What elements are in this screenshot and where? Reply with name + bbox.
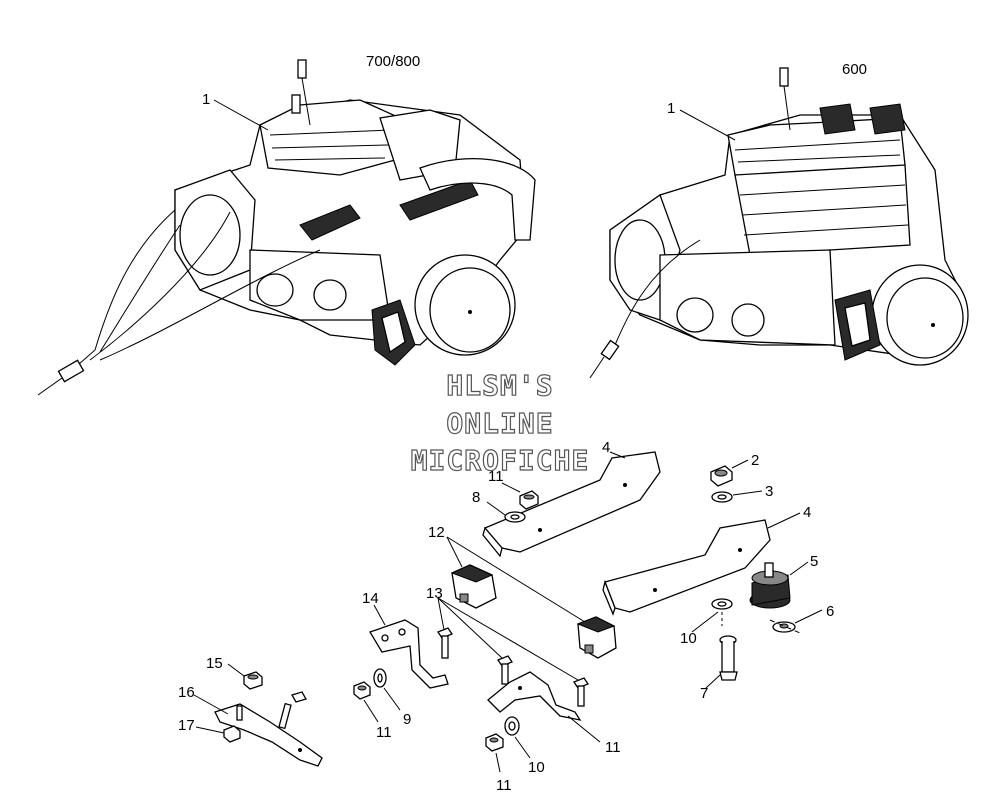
callout-14: 14: [362, 590, 379, 607]
right-engine-title: 600: [842, 61, 867, 78]
callout-13: 13: [426, 585, 443, 602]
part-15-nut: [243, 671, 263, 690]
watermark-line-1: HLSM'S: [446, 369, 553, 402]
part-10-washer-upper: [504, 511, 526, 523]
part-13-bolt-a: [437, 627, 453, 659]
callout-15: 15: [206, 655, 223, 672]
callout-7: 7: [700, 685, 708, 702]
part-14-bracket: [369, 619, 449, 689]
part-13-bolt-c: [573, 677, 589, 707]
callout-11-left: 11: [376, 724, 392, 741]
part-5-rubber-mount: [749, 562, 791, 609]
callout-11-lower: 11: [496, 777, 512, 794]
part-11-nut-lower: [485, 733, 504, 752]
engine-mount-bracket-upper: [482, 451, 661, 558]
callout-16: 16: [178, 684, 195, 701]
part-3-washer: [711, 491, 733, 503]
callout-4-lower: 4: [803, 504, 811, 521]
part-2-nut: [710, 465, 733, 487]
callout-2: 2: [751, 452, 759, 469]
part-17-nut: [223, 725, 241, 743]
watermark-line-3: MICROFICHE: [411, 444, 590, 477]
callout-1-left: 1: [202, 91, 210, 108]
callout-17: 17: [178, 717, 195, 734]
right-engine-illustration: [589, 67, 969, 379]
watermark: HLSM'S ONLINE MICROFICHE: [410, 368, 590, 477]
part-10-washer-left: [373, 668, 387, 688]
part-11-nut-upper: [519, 490, 539, 510]
part-11-nut-left: [353, 681, 371, 700]
callout-6: 6: [826, 603, 834, 620]
callout-5: 5: [810, 553, 818, 570]
callout-1-right: 1: [667, 100, 675, 117]
callout-12: 12: [428, 524, 445, 541]
part-6-nut: [772, 621, 796, 633]
part-13-bolt-b: [497, 655, 513, 685]
part-7-bolt: [719, 635, 738, 681]
part-8-washer: [711, 598, 733, 610]
part-10-washer-lower: [504, 716, 520, 736]
part-12-snubber-right: [576, 616, 617, 659]
left-engine-illustration: [37, 59, 536, 396]
callout-9: 11: [605, 739, 621, 756]
part-12-snubber-left: [450, 564, 497, 609]
callout-10-upper: 8: [472, 489, 480, 506]
left-engine-title: 700/800: [366, 53, 420, 70]
callout-8: 10: [680, 630, 697, 647]
part-9-bracket: [487, 671, 582, 721]
callout-4-upper: 4: [602, 439, 610, 456]
callout-10-left: 9: [403, 711, 411, 728]
callout-10-lower: 10: [528, 759, 545, 776]
part-16-bracket: [214, 691, 323, 767]
callout-11-upper: 11: [488, 468, 504, 485]
watermark-line-2: ONLINE: [446, 407, 553, 440]
callout-3: 3: [765, 483, 773, 500]
engine-mount-bracket-lower: [602, 519, 771, 616]
